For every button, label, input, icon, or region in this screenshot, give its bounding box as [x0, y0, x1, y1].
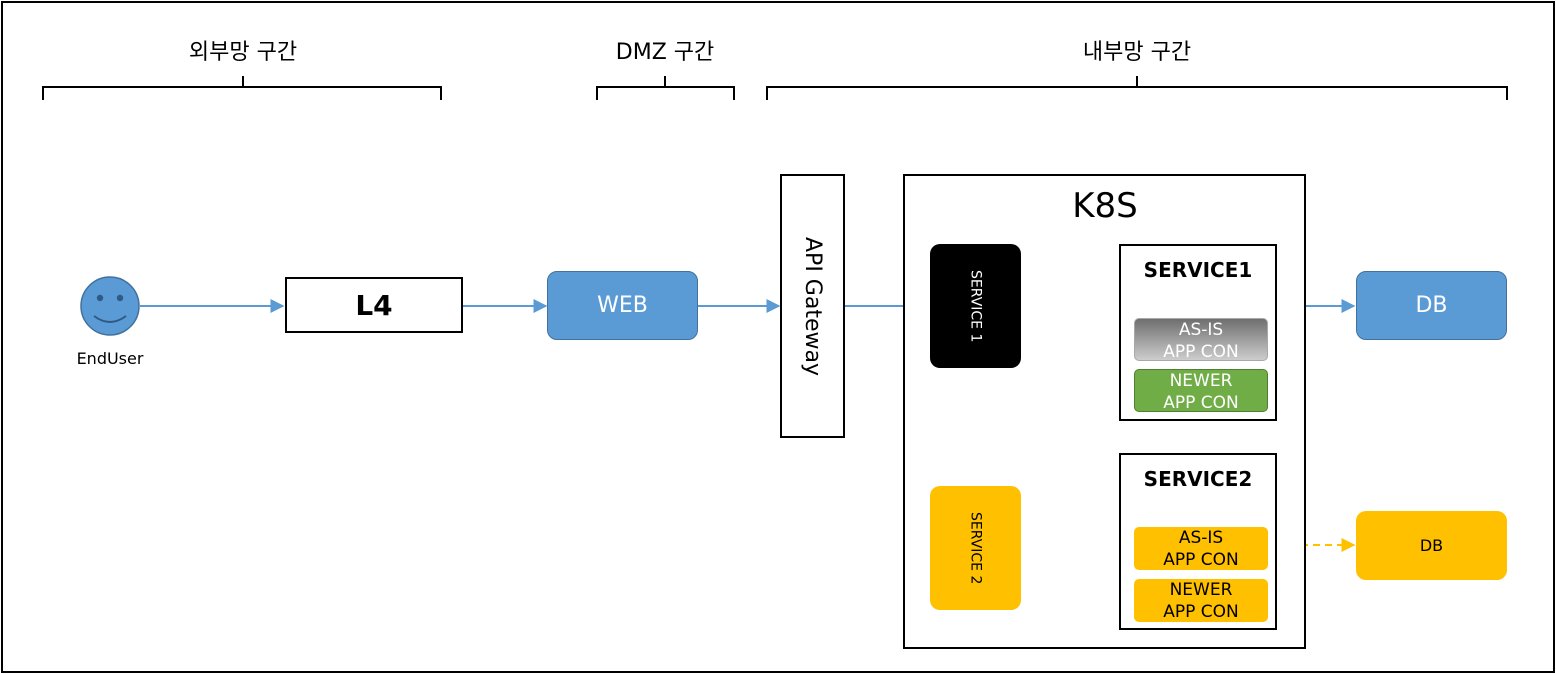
zone-label-external: 외부망 구간: [188, 40, 298, 65]
service1-newer-container: NEWER APP CON: [1134, 369, 1268, 413]
service2-newer-container: NEWER APP CON: [1134, 579, 1268, 622]
container-line1: NEWER: [1169, 371, 1233, 391]
api-gateway-box: API Gateway: [780, 174, 845, 438]
container-line2: APP CON: [1163, 550, 1239, 570]
enduser-label: EndUser: [76, 349, 144, 368]
service2-group: SERVICE2 AS-IS APP CON NEWER APP CON: [1119, 453, 1277, 630]
k8s-title: K8S: [1072, 186, 1138, 226]
service2-pod-label: SERVICE 2: [967, 511, 984, 585]
container-line1: NEWER: [1169, 580, 1233, 600]
service2-asis-container: AS-IS APP CON: [1134, 527, 1268, 570]
service2-group-title: SERVICE2: [1143, 467, 1253, 491]
l4-box: L4: [285, 277, 463, 333]
db-top-label: DB: [1415, 293, 1448, 318]
zone-label-internal: 내부망 구간: [1082, 40, 1192, 65]
api-gateway-label: API Gateway: [800, 236, 825, 376]
service1-group-title: SERVICE1: [1143, 258, 1253, 282]
service2-pod: SERVICE 2: [930, 486, 1021, 610]
zone-label-dmz: DMZ 구간: [615, 40, 715, 65]
web-box: WEB: [547, 271, 698, 340]
container-line1: AS-IS: [1178, 528, 1224, 548]
zone-brace-external: [42, 76, 442, 100]
db-bottom-box: DB: [1356, 511, 1507, 580]
container-line2: APP CON: [1163, 602, 1239, 622]
container-line2: APP CON: [1163, 393, 1239, 413]
db-top-box: DB: [1356, 271, 1507, 340]
web-label: WEB: [597, 293, 648, 318]
smiley-face-icon: [80, 276, 140, 336]
service1-group: SERVICE1 AS-IS APP CON NEWER APP CON: [1119, 244, 1277, 421]
db-bottom-label: DB: [1419, 536, 1444, 555]
service1-pod: SERVICE 1: [930, 244, 1021, 368]
zone-brace-dmz: [596, 76, 735, 100]
l4-label: L4: [355, 288, 393, 322]
service1-pod-label: SERVICE 1: [967, 269, 984, 343]
container-line1: AS-IS: [1178, 320, 1224, 340]
service1-asis-container: AS-IS APP CON: [1134, 318, 1268, 362]
container-line2: APP CON: [1163, 342, 1239, 362]
zone-brace-internal: [766, 76, 1508, 100]
